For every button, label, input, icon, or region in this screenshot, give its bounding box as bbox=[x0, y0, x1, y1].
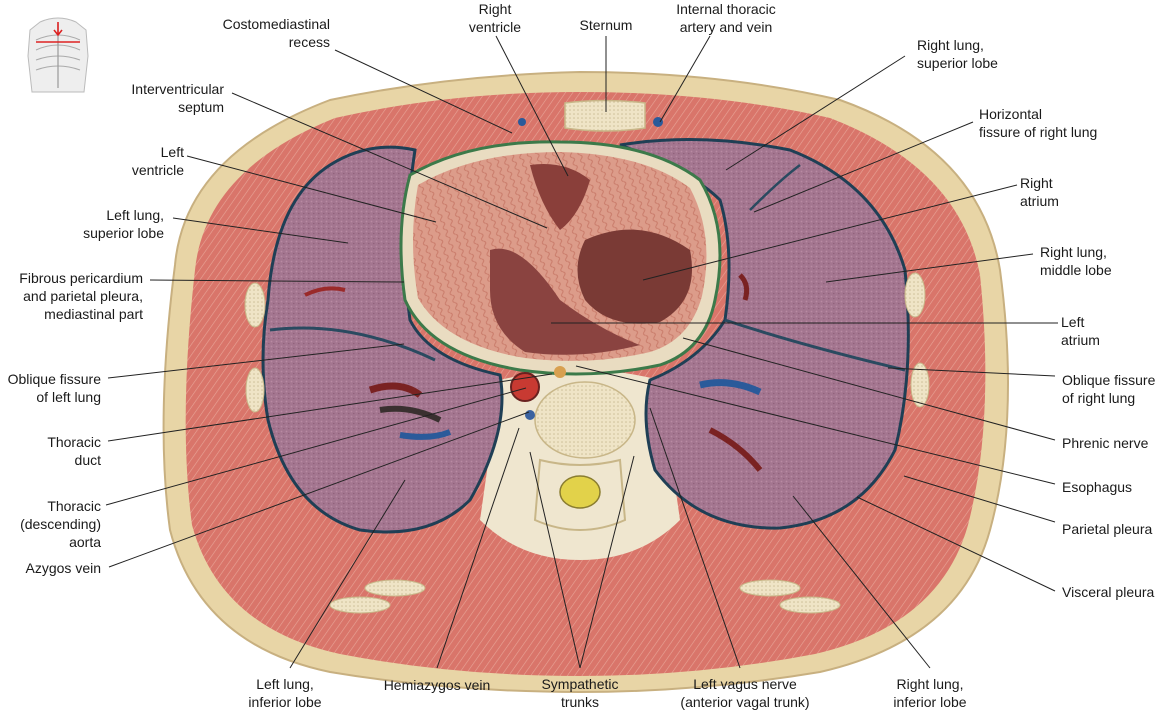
left-atrium-cavity bbox=[490, 248, 640, 355]
internal-thoracic-vessel bbox=[653, 117, 663, 127]
leader-visceral bbox=[856, 496, 1056, 592]
leader-internal-thoracic bbox=[659, 35, 711, 123]
label-internal-thoracic: Internal thoracic artery and vein bbox=[676, 1, 776, 35]
label-left-lung-superior: Left lung, superior lobe bbox=[83, 207, 164, 241]
leader-fibrous-pericardium bbox=[149, 279, 405, 283]
leader-interventricular bbox=[231, 92, 548, 229]
label-interventricular-septum: Interventricular septum bbox=[131, 81, 224, 115]
sternum-bone bbox=[564, 99, 646, 132]
label-costomediastinal-recess: Costomediastinal recess bbox=[222, 16, 330, 50]
label-sternum: Sternum bbox=[579, 17, 633, 33]
right-ventricle-cavity bbox=[530, 164, 590, 230]
leader-left-ventricle bbox=[186, 155, 437, 223]
vertebral-body bbox=[534, 381, 636, 459]
leader-right-atrium bbox=[642, 184, 1018, 281]
internal-thoracic-vessel-left bbox=[518, 118, 526, 126]
leader-left-lung-superior bbox=[172, 217, 349, 244]
leader-left-vagus bbox=[649, 407, 741, 669]
label-esophagus: Esophagus bbox=[1062, 479, 1133, 495]
label-hemiazygos-vein: Hemiazygos vein bbox=[383, 677, 491, 693]
label-left-ventricle: Left ventricle bbox=[131, 144, 184, 178]
leader-left-lung-inferior bbox=[289, 479, 406, 669]
leader-sympathetic-right bbox=[579, 455, 635, 669]
leader-hemiazygos bbox=[436, 427, 520, 669]
leader-costomediastinal bbox=[334, 49, 513, 134]
leader-phrenic bbox=[682, 337, 1056, 441]
leader-right-lung-middle bbox=[825, 253, 1034, 283]
esophagus-structure bbox=[554, 366, 566, 378]
right-atrium-cavity bbox=[577, 229, 692, 324]
leader-thoracic-duct bbox=[107, 373, 553, 442]
label-sympathetic-trunks: Sympathetic trunks bbox=[541, 676, 619, 710]
label-right-lung-inferior: Right lung, inferior lobe bbox=[893, 676, 967, 710]
label-right-ventricle: Right ventricle bbox=[468, 1, 522, 35]
leader-azygos bbox=[108, 411, 530, 568]
spinal-canal bbox=[559, 475, 601, 509]
label-right-lung-superior: Right lung, superior lobe bbox=[917, 37, 998, 71]
torso-orientation-icon bbox=[22, 8, 94, 98]
label-right-lung-middle: Right lung, middle lobe bbox=[1040, 244, 1112, 278]
descending-aorta bbox=[510, 372, 540, 402]
label-visceral-pleura: Visceral pleura bbox=[1062, 584, 1155, 600]
leader-parietal bbox=[903, 475, 1056, 523]
label-right-atrium: Right atrium bbox=[1020, 175, 1059, 209]
label-thoracic-aorta: Thoracic (descending) aorta bbox=[20, 498, 101, 550]
leader-esophagus bbox=[575, 365, 1056, 485]
label-fibrous-pericardium: Fibrous pericardium and parietal pleura,… bbox=[19, 270, 143, 322]
label-parietal-pleura: Parietal pleura bbox=[1062, 521, 1153, 537]
leader-oblique-right bbox=[887, 367, 1056, 377]
pulmonary-vessels bbox=[304, 273, 763, 472]
leader-sympathetic-left bbox=[529, 451, 581, 669]
rib-sections bbox=[244, 272, 930, 614]
leader-right-lung-superior bbox=[725, 55, 906, 171]
leader-right-lung-inferior bbox=[792, 495, 931, 669]
leader-horizontal-fissure bbox=[753, 121, 974, 213]
leader-right-ventricle bbox=[495, 35, 569, 177]
label-oblique-fissure-left: Oblique fissure of left lung bbox=[7, 371, 101, 405]
leader-oblique-left bbox=[107, 343, 405, 379]
label-left-atrium: Left atrium bbox=[1061, 314, 1100, 348]
azygos-structure bbox=[525, 410, 535, 420]
leader-lines bbox=[105, 35, 1058, 669]
label-oblique-fissure-right: Oblique fissure of right lung bbox=[1062, 372, 1156, 406]
label-azygos-vein: Azygos vein bbox=[25, 560, 101, 576]
label-left-vagus-nerve: Left vagus nerve (anterior vagal trunk) bbox=[680, 676, 810, 710]
label-phrenic-nerve: Phrenic nerve bbox=[1062, 435, 1149, 451]
leader-aorta bbox=[105, 387, 527, 506]
label-horizontal-fissure: Horizontal fissure of right lung bbox=[979, 106, 1098, 140]
label-left-lung-inferior: Left lung, inferior lobe bbox=[248, 676, 322, 710]
label-thoracic-duct: Thoracic duct bbox=[47, 434, 101, 468]
